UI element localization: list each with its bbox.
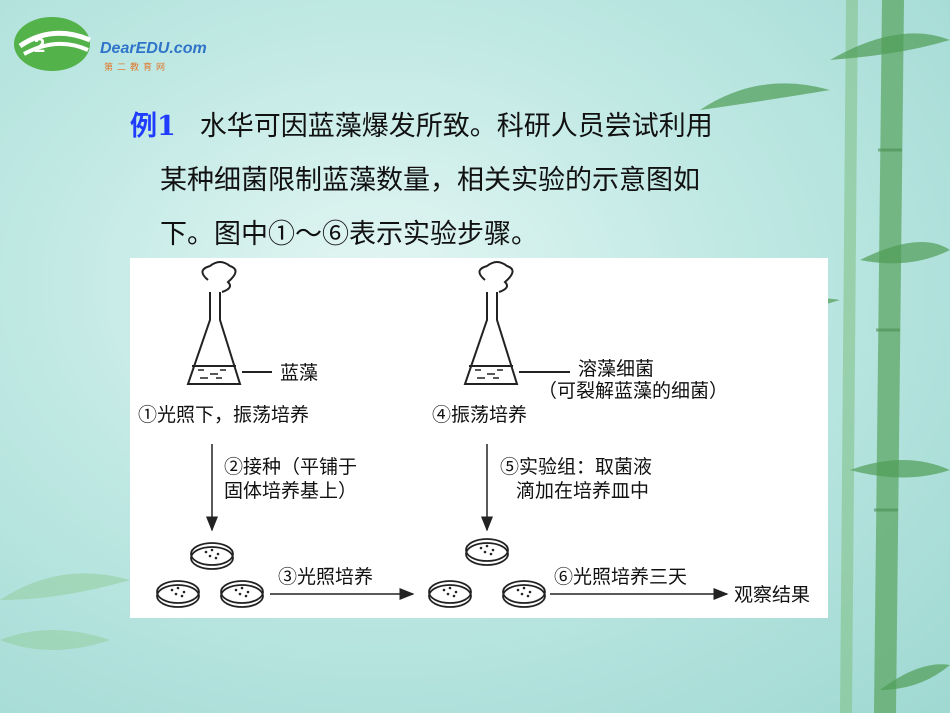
flask-2-icon bbox=[463, 261, 570, 385]
flask-2-label-line-2: （可裂解蓝藻的细菌） bbox=[538, 380, 729, 402]
step-4-label: ④振荡培养 bbox=[432, 404, 528, 426]
step-2-line-2: 固体培养基上） bbox=[224, 480, 358, 502]
flask-1-icon bbox=[186, 261, 272, 385]
logo-brand: DearEDU.com bbox=[100, 40, 207, 57]
step-2-line-1: ②接种（平铺于 bbox=[224, 456, 358, 478]
colony-dots-2 bbox=[442, 544, 532, 598]
colony-dots-1 bbox=[170, 548, 250, 598]
question-line-1: 例1 水华可因蓝藻爆发所致。科研人员尝试利用 bbox=[130, 100, 830, 154]
logo-globe-icon: 2 bbox=[14, 17, 91, 71]
flask-1-label: 蓝藻 bbox=[280, 362, 319, 384]
result-label: 观察结果 bbox=[734, 584, 811, 606]
example-question: 例1 水华可因蓝藻爆发所致。科研人员尝试利用 某种细菌限制蓝藻数量，相关实验的示意… bbox=[130, 100, 830, 262]
question-text-1: 水华可因蓝藻爆发所致。科研人员尝试利用 bbox=[199, 111, 713, 142]
petri-dishes-group-1 bbox=[156, 542, 264, 608]
step-6-label: ⑥光照培养三天 bbox=[554, 566, 688, 588]
flask-2-label-line-1: 溶藻细菌 bbox=[578, 358, 655, 380]
question-line-3: 下。图中①～⑥表示实验步骤。 bbox=[160, 219, 538, 250]
petri-dishes-group-2 bbox=[428, 538, 546, 608]
dearedu-logo: 2 DearEDU.com 第二教育网 bbox=[12, 14, 207, 74]
diagram-graphics bbox=[156, 261, 729, 608]
example-label: 例1 bbox=[130, 111, 176, 142]
question-line-2: 某种细菌限制蓝藻数量，相关实验的示意图如 bbox=[160, 165, 700, 196]
step-1-label: ①光照下，振荡培养 bbox=[138, 404, 310, 426]
step-5-line-1: ⑤实验组：取菌液 bbox=[500, 456, 653, 478]
logo-subtitle: 第二教育网 bbox=[104, 62, 170, 72]
experiment-diagram: 蓝藻 ①光照下，振荡培养 ②接种（平铺于 固体培养基上） ③光照培养 溶藻细菌 … bbox=[130, 258, 828, 618]
step-5-line-2: 滴加在培养皿中 bbox=[516, 480, 650, 502]
svg-text:2: 2 bbox=[34, 35, 45, 57]
step-3-label: ③光照培养 bbox=[278, 566, 374, 588]
